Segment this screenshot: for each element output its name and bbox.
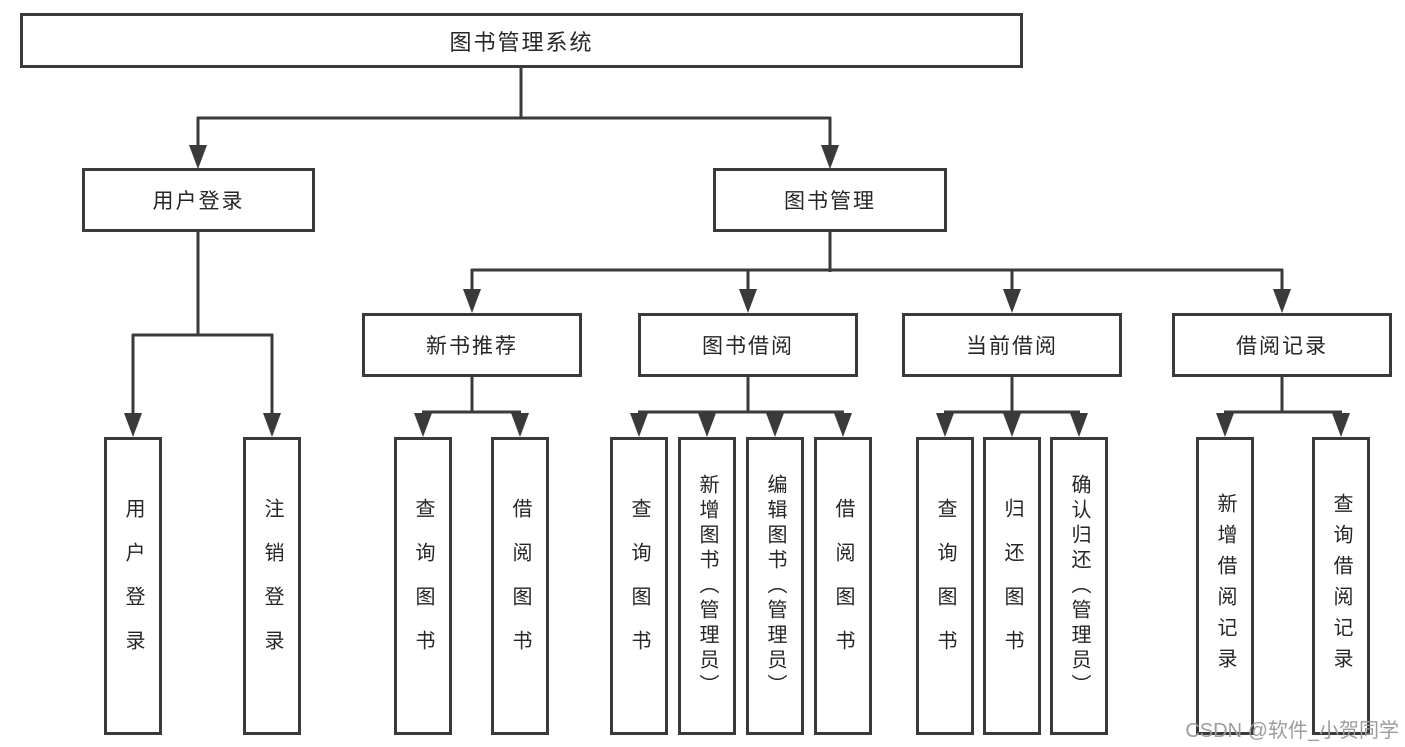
node-new-book-recommendation-label: 新书推荐 [426,335,518,358]
leaf-borrow-books-recommend: 借阅图书 [491,437,549,735]
node-user-login-label: 用户登录 [152,190,245,213]
node-book-management-label: 图书管理 [784,190,876,213]
leaf-borrow-books: 借阅图书 [814,437,872,735]
leaf-confirm-return-admin: 确认归还（管理员） [1050,437,1108,735]
leaf-return-books: 归还图书 [983,437,1041,735]
leaf-query-books-borrow-label: 查询图书 [628,498,650,674]
leaf-borrow-books-recommend-label: 借阅图书 [509,498,531,674]
leaf-query-books-current: 查询图书 [916,437,974,735]
leaf-return-books-label: 归还图书 [1001,498,1023,674]
node-user-login: 用户登录 [82,168,315,232]
node-borrowing-records-label: 借阅记录 [1236,335,1328,358]
leaf-user-login-label: 用户登录 [122,498,144,674]
node-root-label: 图书管理系统 [449,29,594,55]
node-root: 图书管理系统 [20,13,1023,68]
leaf-logout: 注销登录 [243,437,301,735]
node-new-book-recommendation: 新书推荐 [362,313,582,377]
leaf-query-borrow-record-label: 查询借阅记录 [1330,493,1352,679]
leaf-confirm-return-admin-label: 确认归还（管理员） [1068,473,1090,699]
leaf-query-books-current-label: 查询图书 [934,498,956,674]
leaf-borrow-books-label: 借阅图书 [832,498,854,674]
leaf-logout-label: 注销登录 [261,498,283,674]
watermark: CSDN @软件_小贺同学 [1185,720,1399,742]
leaf-query-books-borrow: 查询图书 [610,437,668,735]
node-borrowing-records: 借阅记录 [1172,313,1392,377]
node-book-borrowing: 图书借阅 [638,313,858,377]
leaf-user-login: 用户登录 [104,437,162,735]
leaf-query-borrow-record: 查询借阅记录 [1312,437,1370,735]
leaf-edit-books-admin: 编辑图书（管理员） [746,437,804,735]
leaf-query-books-recommend-label: 查询图书 [412,498,434,674]
node-current-borrowing: 当前借阅 [902,313,1122,377]
leaf-add-borrow-record-label: 新增借阅记录 [1214,493,1236,679]
leaf-add-books-admin: 新增图书（管理员） [678,437,736,735]
node-book-borrowing-label: 图书借阅 [702,335,794,358]
node-current-borrowing-label: 当前借阅 [966,335,1058,358]
node-book-management: 图书管理 [713,168,947,232]
leaf-edit-books-admin-label: 编辑图书（管理员） [764,473,786,699]
leaf-add-borrow-record: 新增借阅记录 [1196,437,1254,735]
leaf-query-books-recommend: 查询图书 [394,437,452,735]
leaf-add-books-admin-label: 新增图书（管理员） [696,473,718,699]
